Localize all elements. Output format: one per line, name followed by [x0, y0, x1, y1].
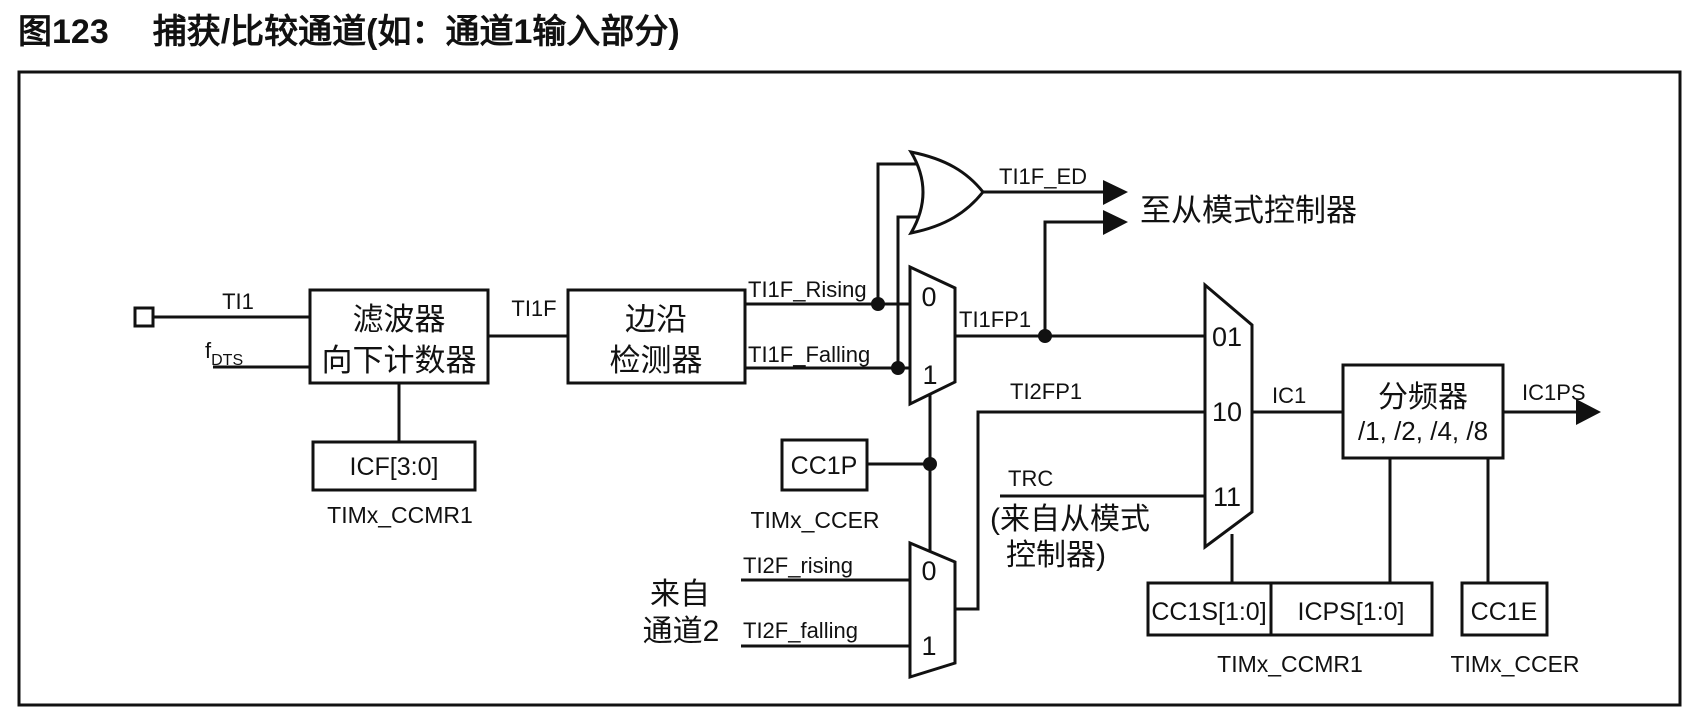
ti2f-rising-label: TI2F_rising	[743, 553, 853, 578]
ti1fp1-label: TI1FP1	[959, 307, 1031, 332]
polarity-mux1-input0-label: 0	[921, 282, 936, 312]
wires	[153, 162, 1578, 648]
or-gate	[907, 149, 985, 236]
ti2fp1-label: TI2FP1	[1010, 379, 1082, 404]
ccer-register-block: CC1E TIMx_CCER	[1450, 581, 1580, 677]
input-select-mux-10-label: 10	[1212, 397, 1242, 427]
polarity-mux1-shape	[908, 264, 957, 407]
junction-dot-ti1fp1	[1038, 329, 1052, 343]
from-channel2-line1: 来自	[650, 578, 710, 611]
icf-register-block: ICF[3:0] TIMx_CCMR1	[311, 440, 477, 528]
trc-note-line1: (来自从模式	[990, 503, 1150, 536]
ti2f-falling-label: TI2F_falling	[743, 618, 858, 643]
ic1-label: IC1	[1272, 383, 1306, 408]
edge-detector-label-line2: 检测器	[610, 343, 703, 378]
filter-block: 滤波器 向下计数器	[308, 288, 490, 385]
polarity-mux2-shape	[908, 540, 957, 680]
filter-label-line2: 向下计数器	[322, 343, 477, 378]
icf-field-label: ICF[3:0]	[350, 453, 439, 481]
ic1ps-arrow-icon	[1576, 399, 1601, 425]
junction-dot-falling	[891, 361, 905, 375]
ti1f-rising-label: TI1F_Rising	[748, 277, 867, 302]
cc1e-box	[1460, 581, 1549, 637]
wire-or-input-falling	[896, 215, 918, 368]
input-select-mux-shape	[1203, 281, 1254, 550]
fdts-base: f	[205, 338, 212, 363]
to-slave-mode-label: 至从模式控制器	[1140, 193, 1357, 228]
filter-label-line1: 滤波器	[353, 302, 446, 337]
fdts-sub: DTS	[211, 352, 243, 369]
polarity-mux1: 0 1	[908, 264, 957, 407]
ccmr1-register-label: TIMx_CCMR1	[1217, 651, 1363, 677]
fdts-label: fDTS	[205, 338, 243, 369]
trc-note-line2: 控制器)	[1006, 539, 1106, 572]
edge-detector-block: 边沿 检测器	[566, 288, 747, 385]
cc1s-icps-box	[1146, 581, 1434, 637]
wire-ti2fp1	[955, 410, 1205, 611]
signal-labels: TI1 fDTS TI1F TI1F_Rising TI1F_Falling T…	[205, 164, 1586, 648]
wire-ti1fp1-to-slave	[1043, 220, 1104, 336]
cc1e-field-label: CC1E	[1471, 598, 1538, 626]
ti1f-ed-label: TI1F_ED	[999, 164, 1087, 189]
junction-dot-cc1p	[923, 457, 937, 471]
ccer-register-label: TIMx_CCER	[1450, 651, 1579, 677]
input-select-mux-01-label: 01	[1212, 322, 1242, 352]
icf-box	[311, 440, 477, 492]
arrowheads	[1103, 180, 1601, 425]
wire-or-input-rising	[876, 162, 918, 304]
junction-dot-rising	[871, 297, 885, 311]
ti1fp1-slave-arrow-icon	[1103, 210, 1128, 235]
cc1p-field-label: CC1P	[791, 452, 858, 480]
prescaler-label-line1: 分频器	[1378, 381, 1468, 414]
ti1-input-pin	[133, 306, 155, 328]
cc1s-field-label: CC1S[1:0]	[1151, 598, 1266, 626]
prescaler-box	[1341, 363, 1505, 460]
ti1-label: TI1	[222, 289, 254, 314]
junction-dots	[871, 297, 1052, 471]
edge-detector-box	[566, 288, 747, 385]
ic1ps-label: IC1PS	[1522, 380, 1586, 405]
filter-box	[308, 288, 490, 385]
polarity-mux2: 0 1	[908, 540, 957, 680]
polarity-mux1-input1-label: 1	[922, 360, 937, 390]
cc1p-box	[780, 438, 869, 492]
from-channel2-line2: 通道2	[643, 615, 720, 648]
ti1f-ed-arrow-icon	[1103, 180, 1128, 205]
input-select-mux: 01 10 11	[1203, 281, 1254, 550]
cc1p-register-label: TIMx_CCER	[750, 507, 879, 533]
figure-name: 捕获/比较通道(如：通道1输入部分)	[152, 13, 680, 51]
ti1f-label: TI1F	[511, 296, 556, 321]
icps-field-label: ICPS[1:0]	[1298, 598, 1405, 626]
ccmr1-register-block: CC1S[1:0] ICPS[1:0] TIMx_CCMR1	[1146, 581, 1434, 677]
edge-detector-label-line1: 边沿	[625, 302, 687, 337]
cc1p-register-block: CC1P TIMx_CCER	[750, 438, 880, 533]
trc-label: TRC	[1008, 466, 1053, 491]
input-select-mux-11-label: 11	[1213, 482, 1241, 512]
ti1f-falling-label: TI1F_Falling	[748, 342, 870, 367]
polarity-mux2-input0-label: 0	[921, 556, 936, 586]
figure-number: 图123	[18, 13, 109, 51]
figure-title: 图123 捕获/比较通道(如：通道1输入部分)	[18, 4, 680, 53]
prescaler-label-line2: /1, /2, /4, /8	[1358, 416, 1488, 446]
prescaler-block: 分频器 /1, /2, /4, /8	[1341, 363, 1505, 460]
icf-register-label: TIMx_CCMR1	[327, 502, 473, 528]
polarity-mux2-input1-label: 1	[921, 631, 936, 661]
